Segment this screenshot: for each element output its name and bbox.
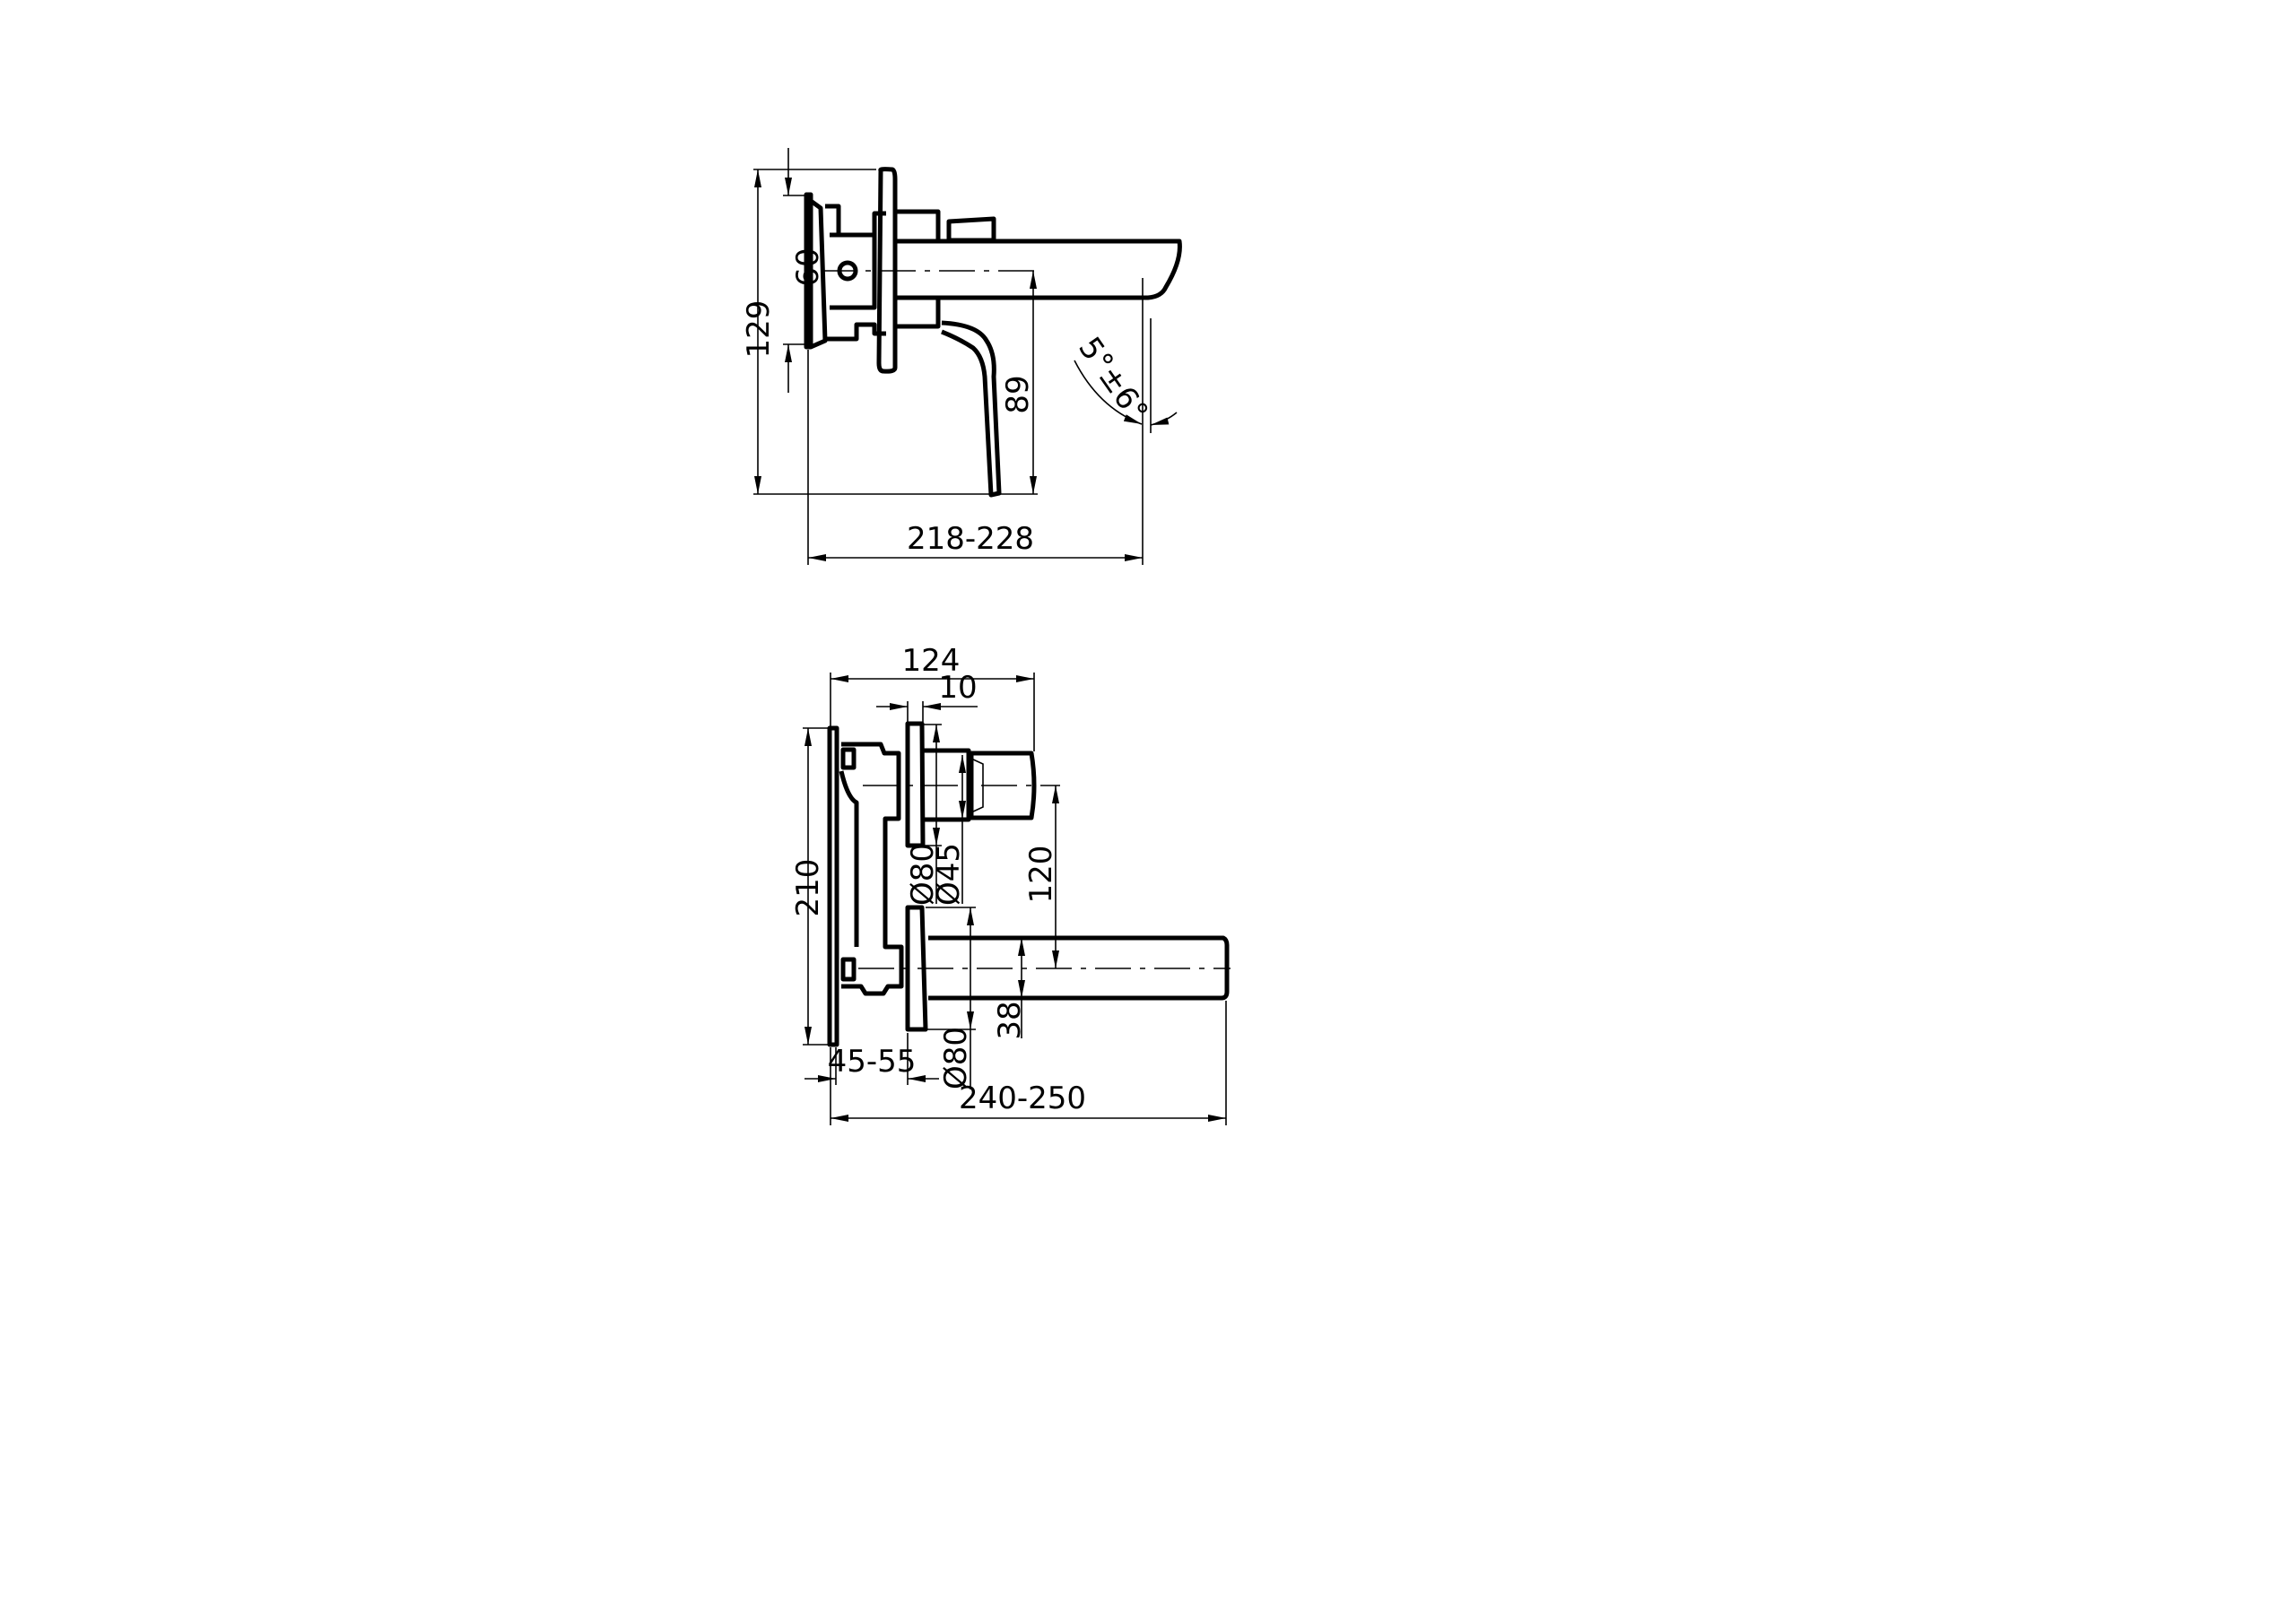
valve-housing [830, 232, 877, 310]
dim-spout-height: 38 [992, 1001, 1028, 1039]
back-plate [804, 192, 813, 350]
wall-flange [876, 167, 898, 374]
upper-flange [905, 721, 926, 848]
dim-flange-offset: 10 [938, 670, 977, 706]
lever [941, 320, 1002, 498]
valve-body [841, 742, 904, 996]
front-view: 124 10 210 Ø80 Ø45 120 Ø80 38 [790, 643, 1231, 1125]
top-view-part-outline [804, 167, 1182, 498]
handle [969, 751, 1037, 820]
body-front [895, 209, 941, 329]
dim-overall-height: 129 [741, 300, 777, 359]
spout [897, 239, 1182, 300]
bottom-fitting [840, 957, 857, 982]
valve-body-inner [839, 770, 859, 947]
dim-spout-projection: 240-250 [959, 1081, 1086, 1116]
dim-handle-projection: 124 [902, 643, 961, 679]
dim-projection: 218-228 [907, 521, 1034, 557]
dim-plate-height: 60 [790, 247, 826, 286]
dim-spout-height: 89 [1000, 375, 1036, 413]
dim-plate-height: 210 [790, 859, 826, 917]
handle-top [946, 216, 996, 243]
back-plate [827, 725, 839, 1047]
dim-wall-depth: 45-55 [828, 1044, 917, 1080]
dim-flange-dia-upper: Ø80 [905, 843, 941, 906]
dim-body-dia: Ø45 [931, 843, 967, 906]
dim-centre-distance: 120 [1023, 846, 1059, 904]
top-fitting [840, 747, 857, 770]
plate-rim [809, 198, 828, 350]
dim-flange-dia-lower: Ø80 [938, 1027, 974, 1089]
top-view: 129 60 89 218-228 5°±6° [741, 148, 1182, 565]
